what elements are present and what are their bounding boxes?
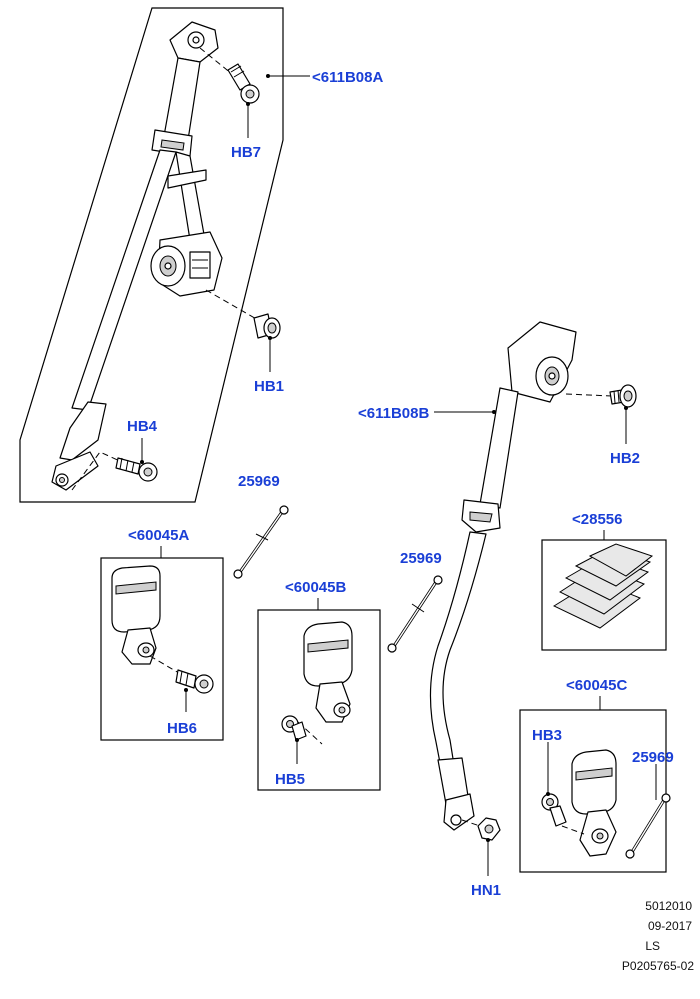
callout-hb3: HB3 — [532, 727, 562, 744]
cable-tie-1 — [233, 505, 289, 579]
fastener-path-hb1 — [205, 289, 259, 321]
label-pack — [552, 543, 654, 629]
webbing-end-a — [59, 401, 107, 461]
fastener-path-hb4 — [71, 451, 123, 491]
callout-hb7: HB7 — [231, 144, 261, 161]
cable-tie-3 — [625, 793, 671, 859]
callout-28556: <28556 — [572, 511, 622, 528]
fastener-path-hb7 — [199, 47, 233, 75]
footer-part-no: P0205765-02 — [622, 959, 694, 973]
bolt-hb7 — [227, 63, 260, 104]
footer-date: 09-2017 — [648, 919, 692, 933]
webbing-to-retractor — [175, 151, 206, 241]
fastener-path-hb2 — [565, 393, 613, 397]
cable-tie-2 — [387, 575, 443, 653]
footer-code: LS — [645, 939, 660, 953]
lower-anchor-a — [51, 451, 99, 491]
retractor-a — [150, 231, 223, 297]
buckle-b — [297, 621, 353, 745]
seat-belt-assembly-b — [429, 321, 613, 831]
label-pack-box — [541, 539, 667, 651]
callout-hb2: HB2 — [610, 450, 640, 467]
bolt-hb4 — [115, 457, 158, 482]
webbing-clip-a — [167, 169, 207, 189]
webbing-upper-b — [479, 387, 519, 509]
upper-anchor-a — [169, 21, 219, 63]
callout-611b08b: <611B08B — [358, 405, 429, 422]
callout-25969-3: 25969 — [632, 749, 674, 766]
bolt-hb2 — [609, 384, 637, 408]
footer-ref-1: 5012010 — [645, 899, 692, 913]
callout-60045a: <60045A — [128, 527, 189, 544]
callout-25969-2: 25969 — [400, 550, 442, 567]
callout-60045c: <60045C — [566, 677, 627, 694]
buckle-b-box — [257, 609, 381, 791]
webbing-upper-a — [163, 57, 201, 141]
buckle-c — [571, 749, 617, 857]
bolt-hb5 — [281, 715, 307, 741]
callout-hb5: HB5 — [275, 771, 305, 788]
buckle-a-box — [100, 557, 224, 741]
nut-hn1 — [477, 817, 501, 841]
bolt-hb1 — [253, 313, 281, 339]
assembly-a-boundary — [19, 7, 284, 503]
callout-hn1: HN1 — [471, 882, 501, 899]
callout-25969-1: 25969 — [238, 473, 280, 490]
callout-60045b: <60045B — [285, 579, 346, 596]
buckle-a — [111, 565, 185, 677]
bolt-hb3 — [541, 793, 585, 835]
bolt-hb6 — [175, 669, 214, 694]
seat-belt-assembly-a — [19, 7, 284, 503]
callout-hb6: HB6 — [167, 720, 197, 737]
callout-hb1: HB1 — [254, 378, 284, 395]
callout-611b08a: <611B08A — [312, 69, 383, 86]
callout-hb4: HB4 — [127, 418, 158, 435]
buckle-c-box — [519, 709, 667, 873]
webbing-long-b — [429, 531, 487, 795]
